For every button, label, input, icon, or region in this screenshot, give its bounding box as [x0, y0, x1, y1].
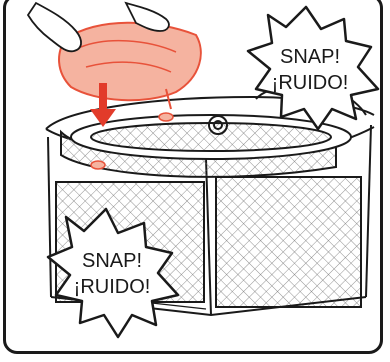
callout-top-line1: SNAP!: [280, 46, 340, 68]
callout-top-line2: ¡RUIDO!: [272, 72, 349, 94]
illustration: SNAP! ¡RUIDO! SNAP! ¡RUIDO!: [6, 0, 383, 354]
callout-bottom-line2: ¡RUIDO!: [74, 276, 151, 298]
callout-bottom-line1: SNAP!: [82, 250, 142, 272]
instruction-panel: SNAP! ¡RUIDO! SNAP! ¡RUIDO!: [3, 0, 383, 354]
snap-callout-top: SNAP! ¡RUIDO!: [248, 7, 378, 129]
